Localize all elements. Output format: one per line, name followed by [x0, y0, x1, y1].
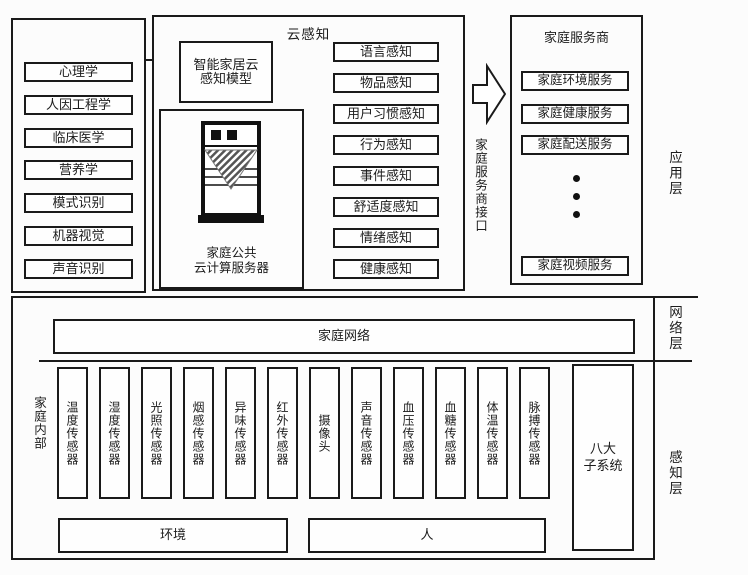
service-box: 家庭视频服务 — [521, 256, 629, 276]
discipline-box: 临床医学 — [24, 127, 133, 148]
sensor-label: 血压传感器 — [401, 400, 415, 466]
cloud-server-label-line2: 云计算服务器 — [193, 261, 269, 276]
sensor-label: 体温传感器 — [485, 400, 499, 466]
home-network-box: 家庭网络 — [53, 319, 635, 354]
cloud-model-box: 智能家居云 感知模型 — [179, 41, 273, 103]
sensor-box: 血糖传感器 — [435, 367, 466, 499]
vertical-ellipsis-icon — [512, 175, 641, 218]
perception-box: 语言感知 — [333, 42, 439, 62]
layer-divider-line — [39, 360, 692, 362]
block-right-arrow-icon — [472, 63, 506, 125]
service-providers-panel: 家庭服务商 家庭环境服务 家庭健康服务 家庭配送服务 家庭视频服务 — [510, 15, 643, 285]
perception-box: 物品感知 — [333, 73, 439, 93]
sensor-box: 血压传感器 — [393, 367, 424, 499]
sensor-label: 温度传感器 — [65, 400, 79, 466]
layer-bracket-top-line — [653, 296, 698, 298]
discipline-box: 人因工程学 — [24, 94, 133, 115]
ellipsis-dot — [573, 193, 580, 200]
cloud-server-box: 家庭公共 云计算服务器 — [159, 109, 304, 289]
sensor-box: 摄像头 — [309, 367, 340, 499]
cloud-panel-title: 云感知 — [286, 27, 331, 42]
discipline-box: 声音识别 — [24, 258, 133, 279]
sensor-label: 湿度传感器 — [107, 400, 121, 466]
ellipsis-dot — [573, 211, 580, 218]
disciplines-panel: 心理学 人因工程学 临床医学 营养学 模式识别 机器视觉 声音识别 — [11, 18, 146, 293]
perception-box: 行为感知 — [333, 135, 439, 155]
perception-box: 事件感知 — [333, 166, 439, 186]
perception-box: 舒适度感知 — [333, 197, 439, 217]
eight-subsystems-box: 八大 子系统 — [572, 364, 634, 551]
service-providers-title: 家庭服务商 — [543, 30, 609, 45]
cloud-server-icon — [197, 121, 264, 223]
cloud-perception-panel: 云感知 智能家居云 感知模型 — [152, 15, 465, 291]
perception-box: 健康感知 — [333, 259, 439, 279]
service-box: 家庭配送服务 — [521, 135, 629, 155]
service-box: 家庭健康服务 — [521, 104, 629, 124]
home-interior-label: 家庭内部 — [32, 396, 46, 450]
sensor-label: 光照传感器 — [149, 400, 163, 466]
discipline-box: 心理学 — [24, 62, 133, 82]
cloud-server-label-line1: 家庭公共 — [206, 245, 257, 260]
network-layer-label: 网络层 — [667, 305, 682, 352]
perception-functions-column: 语言感知 物品感知 用户习惯感知 行为感知 事件感知 舒适度感知 情绪感知 健康… — [333, 42, 439, 279]
cloud-model-line1: 智能家居云 — [193, 56, 259, 72]
sensor-box: 光照传感器 — [141, 367, 172, 499]
discipline-box: 营养学 — [24, 160, 133, 181]
discipline-box: 模式识别 — [24, 193, 133, 214]
sensor-label: 声音传感器 — [359, 400, 373, 466]
sensor-label: 摄像头 — [317, 413, 331, 453]
sensor-box: 异味传感器 — [225, 367, 256, 499]
sensors-row: 温度传感器 湿度传感器 光照传感器 烟感传感器 异味传感器 红外传感器 摄像头 … — [57, 367, 550, 499]
cloud-server-label: 家庭公共 云计算服务器 — [161, 246, 302, 277]
sensor-box: 温度传感器 — [57, 367, 88, 499]
environment-box: 环境 — [58, 518, 288, 553]
sensor-box: 声音传感器 — [351, 367, 382, 499]
sensor-label: 烟感传感器 — [191, 400, 205, 466]
sensor-box: 红外传感器 — [267, 367, 298, 499]
discipline-box: 机器视觉 — [24, 226, 133, 247]
perception-box: 情绪感知 — [333, 228, 439, 248]
sensor-box: 湿度传感器 — [99, 367, 130, 499]
subsystems-line1: 八大 — [589, 440, 616, 456]
sensor-label: 脉搏传感器 — [527, 400, 541, 466]
subsystems-line2: 子系统 — [583, 457, 623, 473]
sensor-box: 脉搏传感器 — [519, 367, 550, 499]
sensor-label: 血糖传感器 — [443, 400, 457, 466]
sensor-label: 异味传感器 — [233, 400, 247, 466]
cloud-model-line2: 感知模型 — [199, 71, 252, 86]
perception-box: 用户习惯感知 — [333, 104, 439, 124]
sensor-box: 烟感传感器 — [183, 367, 214, 499]
sensor-label: 红外传感器 — [275, 400, 289, 466]
sensor-box: 体温传感器 — [477, 367, 508, 499]
ellipsis-dot — [573, 175, 580, 182]
perception-layer-label: 感知层 — [667, 450, 682, 497]
service-provider-interface-label: 家庭服务商接口 — [473, 138, 487, 233]
person-box: 人 — [308, 518, 546, 553]
service-box: 家庭环境服务 — [521, 71, 629, 91]
application-layer-label: 应用层 — [667, 150, 682, 197]
